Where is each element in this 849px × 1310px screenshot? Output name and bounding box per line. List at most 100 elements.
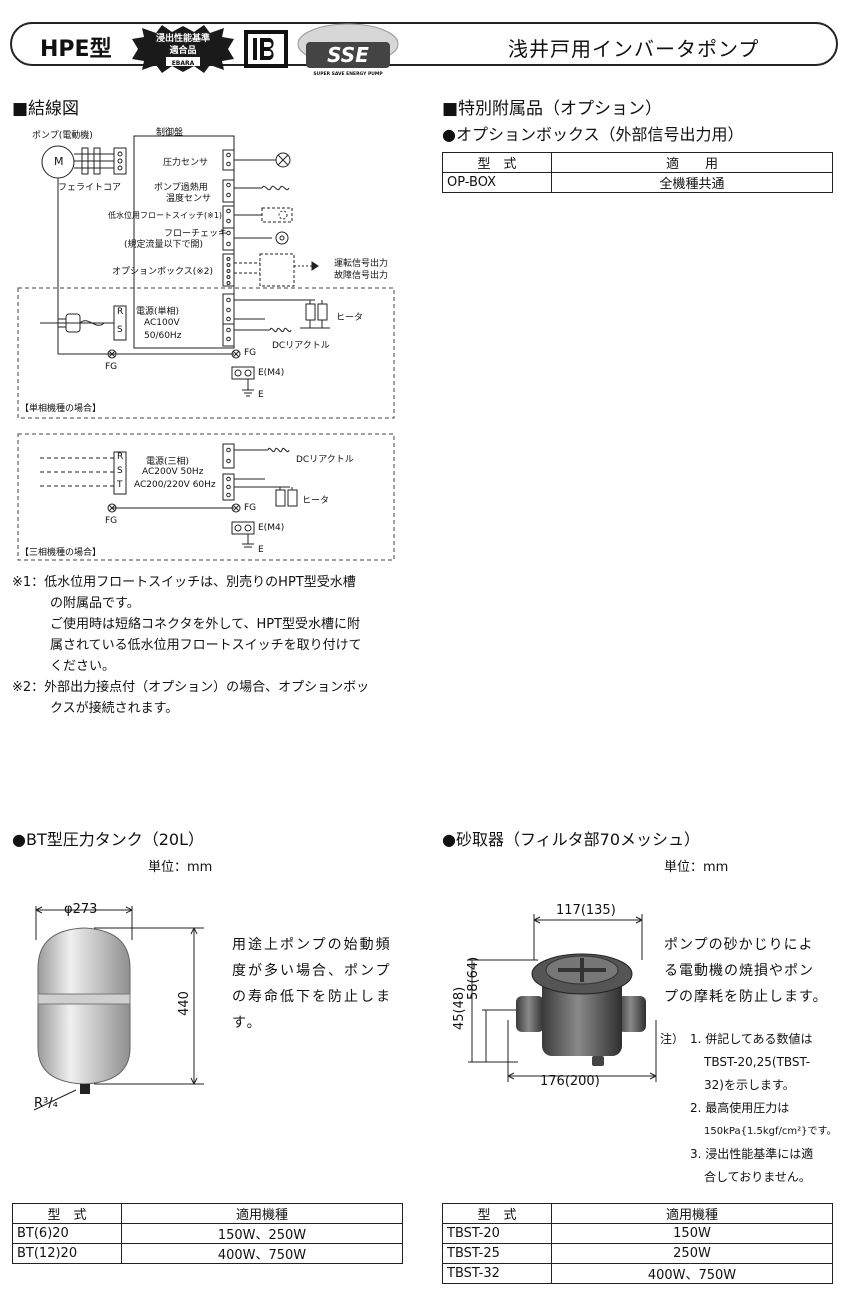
note-1b: の附属品です。 (50, 596, 140, 611)
strainer-note-line: 150kPa{1.5kgf/cm²}です。 (704, 1126, 837, 1137)
table-cell: 400W、750W (551, 1263, 833, 1284)
overheat-label-2: 温度センサ (166, 194, 212, 204)
pump-label: ポンプ(電動機) (32, 131, 93, 141)
strainer-unit: 単位：mm (664, 860, 729, 875)
three-fg-left: FG (105, 516, 118, 526)
note-1c: ご使用時は短絡コネクタを外して、HPT型受水槽に附 (50, 617, 360, 632)
pressure-sensor-label: 圧力センサ (163, 158, 209, 168)
strainer-note-line: 2. 最高使用圧力は (690, 1101, 790, 1115)
run-signal-label: 運転信号出力 (334, 259, 389, 269)
table-header: 適 用 (551, 152, 833, 173)
table-cell: OP-BOX (442, 172, 552, 193)
badge1-line1: 浸出性能基準 (156, 32, 210, 44)
badge1-line2: 適合品 (169, 44, 196, 56)
table-cell: TBST-32 (442, 1263, 552, 1284)
table-header: 型 式 (12, 1203, 122, 1224)
single-power-2: AC100V (144, 318, 180, 328)
strainer-desc-line: ポンプの砂かじりによ (664, 937, 814, 953)
strainer-note-line: TBST-20,25(TBST- (704, 1055, 811, 1069)
tank-description: 用途上ポンプの始動頻 度が多い場合、ポンプ の寿命低下を防止しま す。 (232, 932, 412, 1036)
sse-logo-icon: SSE SUPER SAVE ENERGY PUMP (297, 23, 399, 77)
tank-diameter-label: φ273 (64, 902, 98, 917)
note-2a: ※2：外部出力接点付（オプション）の場合、オプションボッ (12, 680, 370, 695)
strainer-note-line: 32)を示します。 (704, 1078, 795, 1092)
three-power-2: AC200V 50Hz (142, 467, 204, 477)
three-dc-reactor-label: DCリアクトル (296, 455, 354, 465)
single-fg-left: FG (105, 362, 118, 372)
motor-mark: M (54, 155, 64, 168)
sse-mark: SSE (327, 43, 369, 67)
product-title: 浅井戸用インバータポンプ (508, 37, 760, 61)
table-row: TBST-20 150W (442, 1223, 833, 1244)
strainer-notes: 1. 併記してある数値は TBST-20,25(TBST- 32)を示します。 … (690, 1028, 840, 1189)
strainer-desc-line: プの摩耗を防止します。 (664, 989, 828, 1005)
three-t-label: T (117, 480, 123, 490)
header-bar (10, 22, 838, 66)
ferrite-core-label: フェライトコア (58, 183, 122, 193)
strainer-top-dimension: 117(135) (556, 903, 616, 918)
table-cell: 150W、250W (121, 1223, 403, 1244)
table-header: 適用機種 (551, 1203, 833, 1224)
three-caption: 【三相機種の場合】 (20, 548, 102, 558)
table-cell: BT(12)20 (12, 1243, 122, 1264)
tank-table: 型 式 適用機種 BT(6)20 150W、250W BT(12)20 400W… (12, 1203, 403, 1264)
single-power-3: 50/60Hz (144, 331, 182, 341)
table-header-row: 型 式 適用機種 (442, 1203, 833, 1224)
table-header: 型 式 (442, 152, 552, 173)
b-mark-icon (244, 30, 288, 68)
strainer-note-head: 注） (660, 1032, 685, 1046)
note-2b: クスが接続されます。 (50, 701, 179, 716)
tank-desc-line: す。 (232, 1015, 263, 1031)
single-r-label: R (117, 307, 124, 317)
pressure-tank-drawing (33, 906, 204, 1111)
three-s-label: S (117, 466, 123, 476)
strainer-bottom-dimension: 176(200) (540, 1074, 600, 1089)
strainer-description: ポンプの砂かじりによ る電動機の焼損やポン プの摩耗を防止します。 (664, 932, 840, 1010)
strainer-title: ●砂取器（フィルタ部70メッシュ） (442, 830, 701, 849)
table-cell: 250W (551, 1243, 833, 1264)
note-1d: 属されている低水位用フロートスイッチを取り付けて (50, 638, 362, 653)
strainer-table: 型 式 適用機種 TBST-20 150W TBST-25 250W TBST-… (442, 1203, 833, 1284)
strainer-left-dimension-2: 58(64) (466, 956, 481, 1000)
tank-thread-label: R³/₄ (34, 1096, 58, 1111)
three-heater-label: ヒータ (302, 496, 330, 506)
table-row: BT(6)20 150W、250W (12, 1223, 403, 1244)
table-header-row: 型 式 適 用 (442, 152, 833, 173)
single-fg-right: FG (244, 348, 257, 358)
single-caption: 【単相機種の場合】 (20, 404, 102, 414)
options-subtitle: ●オプションボックス（外部信号出力用） (442, 125, 744, 144)
sse-sub: SUPER SAVE ENERGY PUMP (313, 71, 383, 77)
table-cell: BT(6)20 (12, 1223, 122, 1244)
badge1-brand: EBARA (172, 60, 195, 67)
single-heater-label: ヒータ (336, 313, 364, 323)
fault-signal-label: 故障信号出力 (334, 271, 389, 281)
three-e: E (258, 545, 264, 555)
single-e-m4: E(M4) (258, 368, 285, 378)
leaching-standard-badge: 浸出性能基準 適合品 EBARA (132, 25, 234, 73)
single-dc-reactor-label: DCリアクトル (272, 341, 330, 351)
tank-desc-line: の寿命低下を防止しま (232, 989, 392, 1005)
table-cell: 全機種共通 (551, 172, 833, 193)
strainer-desc-line: る電動機の焼損やポン (664, 963, 814, 979)
tank-title: ●BT型圧力タンク（20L） (12, 830, 204, 849)
note-1a: ※1：低水位用フロートスイッチは、別売りのHPT型受水槽 (12, 575, 356, 590)
tank-height-label: 440 (176, 991, 192, 1016)
table-cell: 150W (551, 1223, 833, 1244)
strainer-note-line: 1. 併記してある数値は (690, 1032, 813, 1046)
single-power-1: 電源(単相) (136, 307, 180, 317)
three-power-3: AC200/220V 60Hz (134, 480, 216, 490)
table-header: 適用機種 (121, 1203, 403, 1224)
table-row: TBST-25 250W (442, 1243, 833, 1264)
tank-desc-line: 度が多い場合、ポンプ (232, 963, 392, 979)
sand-strainer-drawing (468, 914, 657, 1082)
wiring-title: ■結線図 (12, 99, 80, 119)
wiring-diagram (17, 135, 395, 561)
panel-label: 制御盤 (156, 128, 184, 138)
tank-desc-line: 用途上ポンプの始動頻 (232, 937, 392, 953)
single-e: E (258, 390, 264, 400)
float-switch-label: 低水位用フロートスイッチ(※1) (108, 211, 223, 220)
strainer-left-dimension-1: 45(48) (452, 986, 467, 1030)
strainer-note-line: 合しておりません。 (704, 1170, 811, 1184)
strainer-note-line: 3. 浸出性能基準には適 (690, 1147, 814, 1161)
table-header: 型 式 (442, 1203, 552, 1224)
